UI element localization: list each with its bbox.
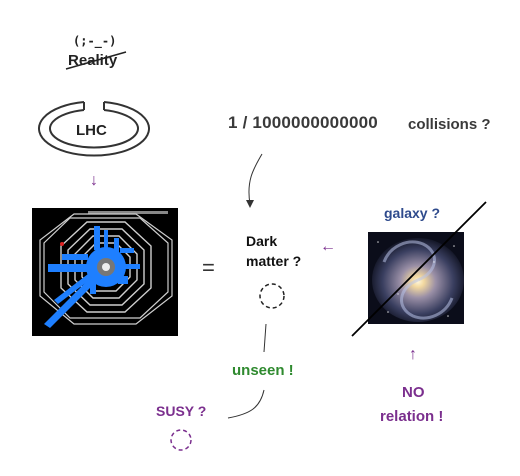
lhc-ring-icon [38, 101, 150, 157]
susy-label: SUSY ? [156, 403, 207, 419]
reality-emoticon: (;-_-) [73, 34, 117, 48]
galaxy-strike-line [351, 201, 487, 337]
susy-circle-icon [170, 429, 192, 451]
connector-line [227, 323, 267, 419]
arrow-left-icon: ← [320, 238, 336, 255]
dark-matter-line1: Dark [246, 233, 278, 249]
dark-matter-line2: matter ? [246, 253, 302, 269]
reality-strike-line [65, 51, 127, 70]
dark-matter-circle-icon [259, 283, 285, 309]
collision-event-image [32, 208, 178, 336]
relation-label: relation ! [380, 408, 444, 425]
arrow-up-icon: ↑ [409, 346, 417, 363]
collision-ratio: 1 / 1000000000000 [228, 113, 378, 132]
galaxy-label: galaxy ? [384, 205, 441, 221]
arrow-down-icon: ↓ [90, 172, 98, 189]
curved-arrow-icon [246, 153, 263, 208]
dark-matter-label: Dark matter ? [246, 231, 326, 271]
galaxy-image [368, 232, 464, 324]
lhc-label: LHC [76, 122, 107, 139]
collisions-label: collisions ? [408, 116, 491, 133]
unseen-label: unseen ! [232, 362, 294, 379]
no-label: NO [402, 384, 425, 401]
equals-sign: = [202, 255, 215, 280]
